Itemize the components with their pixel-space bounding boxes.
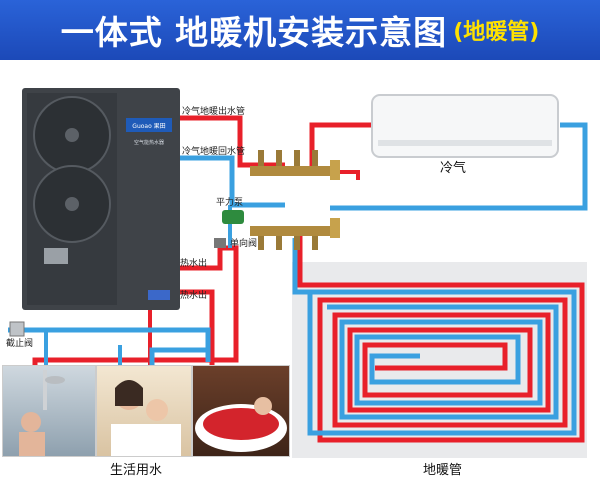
label-ac: 冷气 [440,160,466,176]
label-ac-heating-return: 冷气地暖回水管 [182,145,245,157]
bather-icon [254,397,272,415]
shower-photo [2,365,96,457]
air-conditioner [371,94,559,158]
model-text: 空气能热水器 [134,139,164,146]
hot-water-out-pipe-2 [180,289,215,365]
ac-return-pipe [330,122,588,211]
label-ac-heating-out: 冷气地暖出水管 [182,105,245,117]
bathtub-photo [192,365,290,457]
label-hot-out-2: 热水出 [180,289,207,301]
heating-return-pipe [180,155,285,208]
brand-text: Guoao 果田 [132,123,165,130]
page-title: 一体式 地暖机安装示意图 [60,13,448,52]
brand-badge [126,118,172,132]
sink-icon [111,424,181,456]
label-domestic-water: 生活用水 [110,463,162,478]
label-stop-valve: 截止阀 [6,337,33,349]
page-subtitle: (地暖管) [453,20,540,45]
label-hot-out-1: 热水出 [180,257,207,269]
label-check-valve: 单向阀 [230,237,257,249]
floor-coil-hot [297,262,585,443]
label-balance-pump: 平力泵 [216,196,243,208]
energy-badge [148,290,170,300]
child-icon [146,399,168,421]
check-valve-icon [214,238,226,248]
control-panel-icon [44,248,68,264]
distribution-manifold [250,150,340,250]
balance-pump-icon [222,210,244,224]
hot-water-out-pipe-1 [32,245,239,365]
stop-valve-icon [9,321,25,337]
label-floor-heating: 地暖管 [423,463,462,478]
person-icon [21,412,41,432]
ac-supply-pipe [309,122,372,172]
floor-coil-cold [292,262,577,436]
rose-petals-icon [203,408,279,440]
handwashing-photo [96,365,192,457]
cold-water-pipe [8,327,211,365]
title-banner: 一体式 地暖机安装示意图 (地暖管) [0,0,600,60]
